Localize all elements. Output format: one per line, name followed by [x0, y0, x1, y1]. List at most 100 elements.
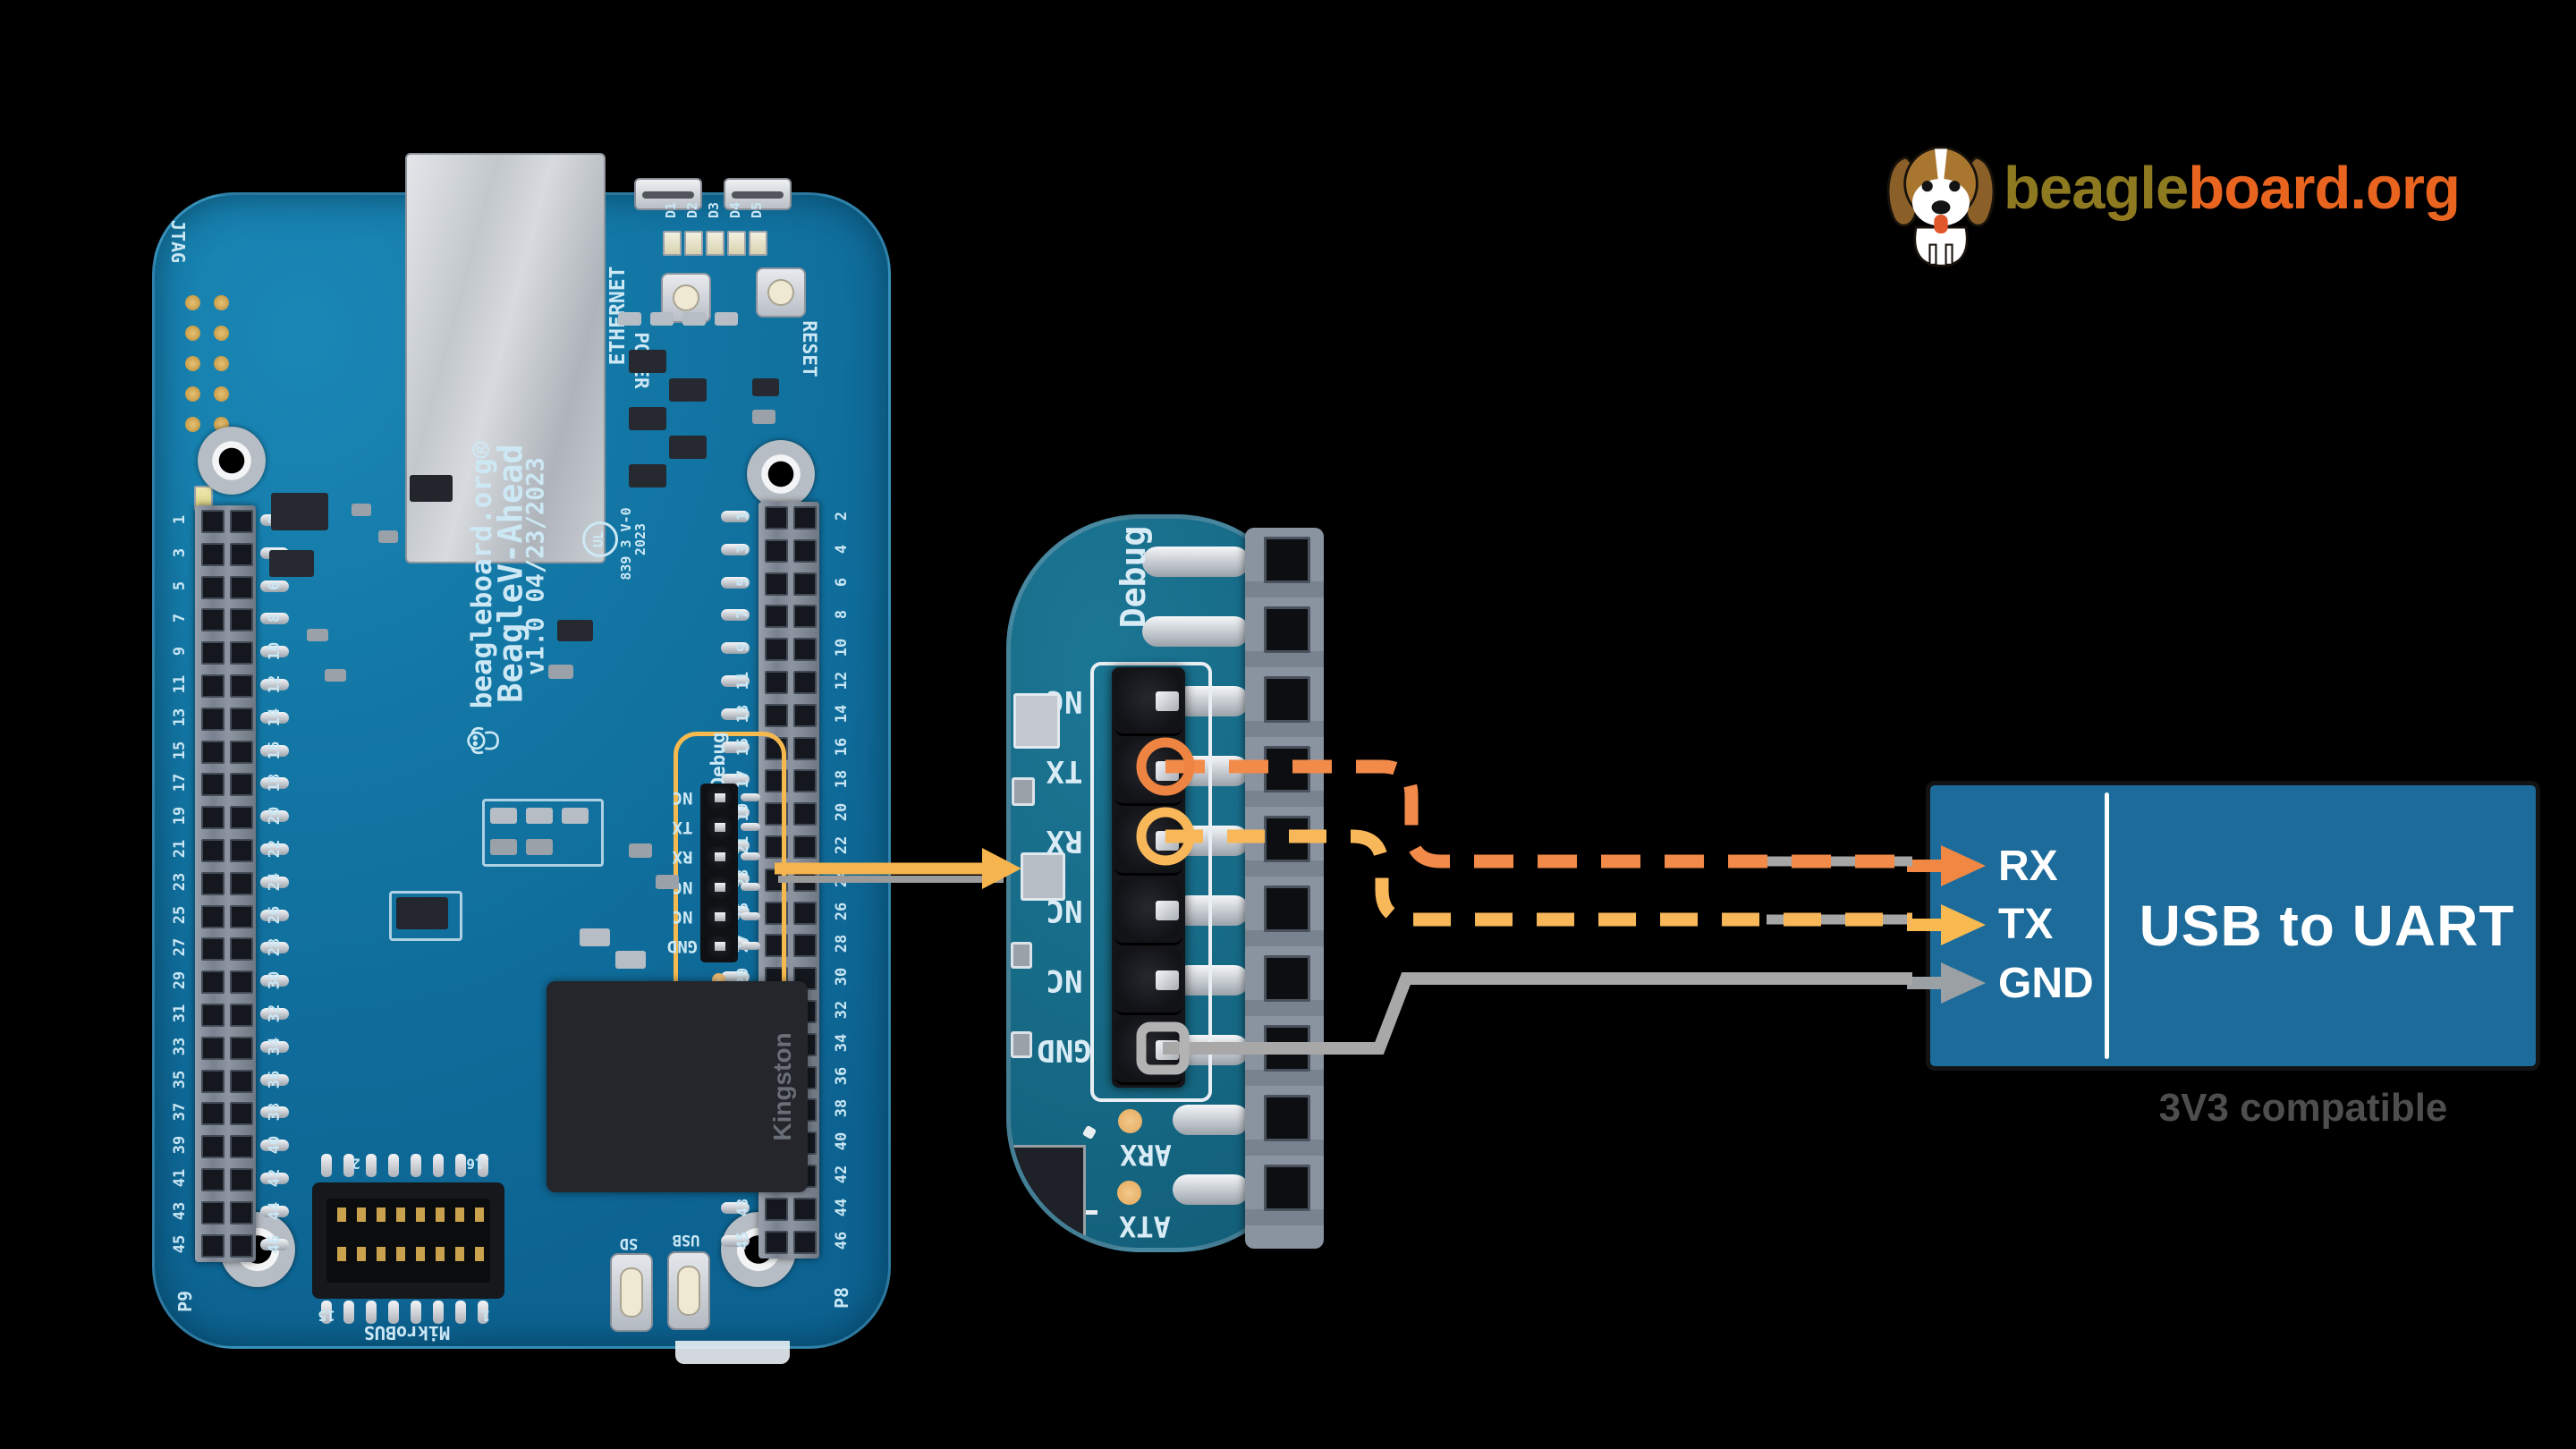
pin-number: 20	[266, 806, 284, 826]
smd-component	[752, 410, 775, 424]
jtag-pad	[214, 386, 229, 402]
header-socket	[793, 934, 817, 958]
solder-pin	[260, 613, 289, 625]
pin-number: 10	[266, 641, 284, 661]
solder-pin	[260, 876, 289, 888]
pin-number: 5	[171, 580, 189, 590]
smd-component	[490, 808, 517, 824]
rx-arrow-icon	[1907, 845, 1986, 886]
pin-number: 41	[171, 1168, 189, 1188]
pin-number: 19	[171, 806, 189, 826]
solder-pin	[721, 576, 750, 589]
led-d3	[706, 231, 724, 256]
board-debug-title: Debug	[708, 732, 729, 789]
pin-number: 9	[734, 643, 752, 653]
mikrobus-pin	[321, 1301, 332, 1324]
smd-component	[1011, 942, 1032, 969]
smd-component	[526, 839, 553, 855]
smd-component	[562, 808, 589, 824]
header-socket	[201, 1102, 225, 1126]
usb-c-port-2	[724, 178, 792, 210]
beagle-mascot-icon	[1886, 146, 1996, 267]
pin-number: 30	[833, 967, 851, 987]
solder-pin	[260, 810, 289, 823]
dog-silk-icon	[467, 726, 499, 755]
pin-number: 15	[171, 741, 189, 759]
solder-pin	[260, 711, 289, 724]
uart-box-divider	[2105, 792, 2109, 1059]
smd-component	[271, 493, 328, 530]
pin-number: 8	[266, 614, 284, 623]
mikrobus-mark-1: 1	[481, 1307, 490, 1325]
solder-pin	[721, 609, 750, 622]
female-header-strip	[1245, 528, 1324, 1249]
debug-solder-pin	[741, 823, 760, 832]
uart-box-title: USB to UART	[2139, 894, 2515, 958]
header-socket	[230, 608, 253, 632]
pin-number: 32	[833, 1000, 851, 1020]
pin-number: 45	[734, 1231, 752, 1250]
aux-pad	[1117, 1181, 1141, 1205]
pin-number: 21	[171, 839, 189, 859]
mikrobus-gold-pin	[357, 1208, 366, 1222]
solder-blob	[1142, 616, 1250, 647]
pin-number: 12	[266, 674, 284, 694]
header-socket	[201, 839, 225, 862]
solder-pin	[260, 679, 289, 691]
led-d2	[684, 231, 703, 256]
mikrobus-gold-pin	[337, 1247, 346, 1261]
header-socket	[765, 703, 788, 727]
mikrobus-mark-16: 16	[466, 1155, 484, 1173]
sd-label: SD	[619, 1234, 639, 1252]
pin-number: 30	[266, 970, 284, 990]
mikrobus-gold-pin	[475, 1208, 484, 1222]
led-d5	[749, 231, 767, 256]
logo-word-board-org: board.org	[2188, 155, 2461, 222]
smd-component	[548, 665, 573, 679]
kingston-emmc-chip	[547, 981, 808, 1192]
smd-component	[656, 875, 679, 889]
debug-solder-pin	[741, 882, 760, 891]
smd-component	[490, 839, 517, 855]
female-header-socket	[1264, 816, 1310, 862]
pin-number: 23	[171, 872, 189, 892]
kingston-chip-label: Kingston	[768, 1032, 796, 1141]
smd-component	[1011, 1031, 1032, 1058]
mikrobus-label: MikroBUS	[363, 1322, 451, 1343]
debug-solder-pin	[741, 793, 760, 801]
header-socket	[201, 1069, 225, 1093]
mikrobus-gold-pin	[436, 1208, 445, 1222]
sd-boot-button	[610, 1253, 653, 1332]
solder-pin	[260, 843, 289, 855]
pin-number: 8	[833, 610, 851, 620]
solder-pin	[721, 741, 750, 753]
pin-number: 32	[266, 1004, 284, 1023]
header-socket	[230, 575, 253, 599]
header-socket	[793, 671, 817, 694]
debug-pin	[715, 823, 725, 833]
pin-number: 24	[833, 869, 851, 888]
debug-pin	[715, 852, 725, 862]
pin-number: 46	[833, 1231, 851, 1250]
debug-pin	[715, 911, 725, 921]
mikrobus-pin	[343, 1154, 354, 1177]
debug-solder-pin	[741, 852, 760, 861]
led-label: D1	[663, 201, 679, 219]
ul-mark-icon: UL	[582, 521, 618, 557]
header-socket	[793, 835, 817, 859]
header-socket	[765, 538, 788, 563]
smd-component	[526, 808, 553, 824]
solder-blob	[1173, 1105, 1250, 1135]
header-socket	[793, 1230, 817, 1254]
mikrobus-gold-pin	[357, 1247, 366, 1261]
pin-number: 11	[734, 671, 752, 691]
ul-mark-line2: 2023	[632, 522, 648, 556]
header-socket	[201, 806, 225, 830]
smd-component	[682, 312, 706, 326]
solder-pin	[260, 909, 289, 921]
header-socket	[201, 1200, 225, 1224]
zoom-debug-pin	[1156, 831, 1179, 851]
solder-pin	[721, 642, 750, 655]
silk-outline	[389, 891, 462, 941]
